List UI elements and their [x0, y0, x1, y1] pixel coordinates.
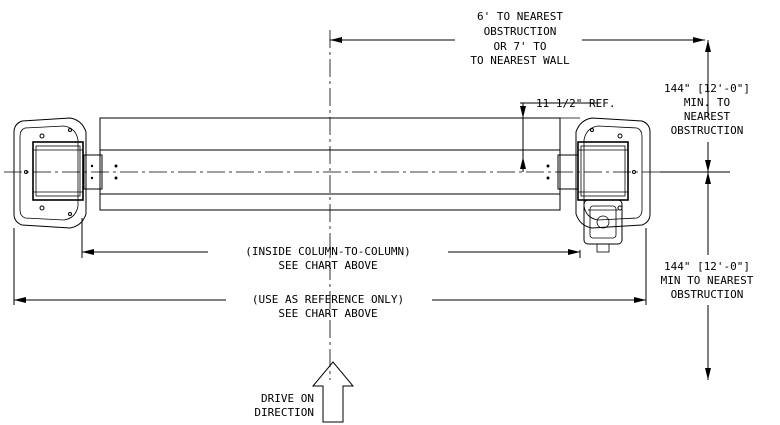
left-column-post: [32, 141, 84, 201]
drive-arrow-icon: [311, 361, 355, 423]
ref-dimension-label: 11 1/2" REF.: [536, 97, 615, 110]
inside-column-dimension: (INSIDE COLUMN-TO-COLUMN) SEE CHART ABOV…: [81, 218, 581, 272]
overall-dimension: (USE AS REFERENCE ONLY) SEE CHART ABOVE: [13, 228, 647, 320]
inside-column-sublabel: SEE CHART ABOVE: [278, 259, 377, 272]
top-obstruction-note: 6' TO NEAREST OBSTRUCTION OR 7' TO TO NE…: [470, 10, 570, 67]
right-lower-note: 144" [12'-0"] MIN TO NEAREST OBSTRUCTION: [661, 260, 754, 301]
arrow-up-icon-2: [705, 172, 711, 184]
inside-arrow-left-icon: [82, 249, 94, 255]
top-note-line-4: TO NEAREST WALL: [470, 54, 570, 67]
right-lower-line-2: MIN TO NEAREST: [661, 274, 754, 287]
right-vertical-dimension: [660, 40, 730, 380]
top-note-line-2: OBSTRUCTION: [484, 25, 557, 38]
overall-arrow-right-icon: [634, 297, 646, 303]
arrow-down-icon: [705, 160, 711, 172]
overall-sublabel: SEE CHART ABOVE: [278, 307, 377, 320]
right-lower-line-1: 144" [12'-0"]: [664, 260, 750, 273]
top-note-line-1: 6' TO NEAREST: [477, 10, 563, 23]
top-note-line-3: OR 7' TO: [494, 40, 547, 53]
ref-arrow-down-icon: [520, 106, 526, 118]
right-upper-note: 144" [12'-0"] MIN. TO NEAREST OBSTRUCTIO…: [664, 82, 750, 137]
right-upper-line-3: NEAREST: [684, 110, 731, 123]
right-upper-line-4: OBSTRUCTION: [671, 124, 744, 137]
drive-label-line-2: DIRECTION: [254, 406, 314, 419]
arrow-right-icon: [693, 37, 705, 43]
left-column: [13, 117, 87, 229]
drive-direction: DRIVE ON DIRECTION: [254, 361, 355, 423]
right-column-post: [577, 141, 629, 201]
runway-outline: [99, 117, 561, 211]
top-dimension-line: [330, 37, 705, 43]
ref-arrow-up-icon: [520, 157, 526, 169]
inside-arrow-right-icon: [568, 249, 580, 255]
inside-column-label: (INSIDE COLUMN-TO-COLUMN): [245, 245, 411, 258]
ref-dimension: 11 1/2" REF.: [520, 97, 615, 172]
overall-label: (USE AS REFERENCE ONLY): [252, 293, 404, 306]
drive-label-line-1: DRIVE ON: [261, 392, 314, 405]
right-upper-line-2: MIN. TO: [684, 96, 730, 109]
lift-assembly: [4, 117, 690, 253]
arrow-left-icon: [330, 37, 342, 43]
right-upper-line-1: 144" [12'-0"]: [664, 82, 750, 95]
arrow-up-icon: [705, 40, 711, 52]
overall-arrow-left-icon: [14, 297, 26, 303]
arrow-down-icon-2: [705, 368, 711, 380]
right-column: [575, 117, 651, 253]
right-lower-line-3: OBSTRUCTION: [671, 288, 744, 301]
